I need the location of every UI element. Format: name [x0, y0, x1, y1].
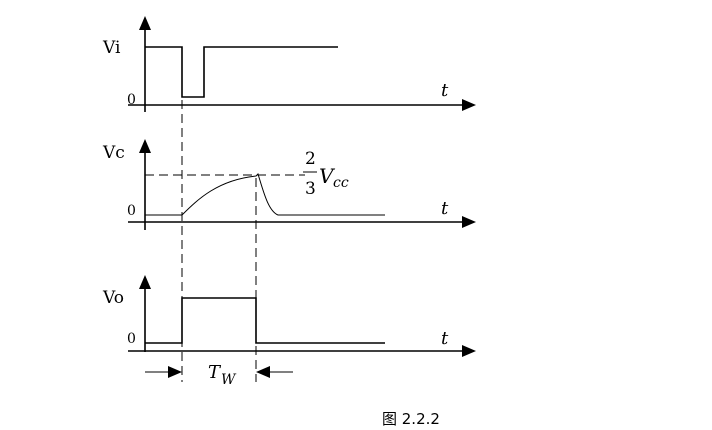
vi-zero-label: 0: [127, 92, 136, 108]
vc-t-label: t: [441, 198, 449, 219]
tw-main: T: [208, 362, 222, 383]
vc-y-arrow-icon: [139, 139, 151, 153]
vc-panel: Vc 0 t 2 3 V cc: [102, 139, 476, 230]
vo-x-arrow-icon: [462, 345, 476, 357]
pulse-width-dimension: T W: [145, 362, 293, 388]
vc-zero-label: 0: [127, 203, 136, 219]
vc-label: Vc: [102, 143, 125, 163]
vi-x-arrow-icon: [462, 99, 476, 111]
vc-threshold-label: 2 3 V cc: [303, 149, 349, 199]
vi-panel: Vi 0 t: [102, 16, 476, 112]
figure-caption: 图 2.2.2: [382, 410, 440, 428]
vo-y-arrow-icon: [139, 275, 151, 289]
vo-panel: Vo 0 t: [102, 275, 476, 357]
threshold-var: V: [319, 164, 336, 188]
tw-right-arrow-icon: [256, 366, 270, 378]
vi-y-arrow-icon: [139, 16, 151, 30]
vo-label: Vo: [102, 288, 124, 308]
vi-waveform: [145, 46, 338, 98]
threshold-denominator: 3: [305, 179, 316, 199]
threshold-numerator: 2: [305, 149, 316, 169]
tw-left-arrow-icon: [168, 366, 182, 378]
vo-zero-label: 0: [127, 331, 136, 347]
vi-t-label: t: [441, 80, 449, 101]
vi-label: Vi: [102, 38, 121, 58]
vc-x-arrow-icon: [462, 216, 476, 228]
tw-subscript: W: [221, 372, 237, 388]
vc-waveform: [145, 173, 385, 216]
vo-waveform: [145, 297, 385, 344]
vo-t-label: t: [441, 328, 449, 349]
threshold-subscript: cc: [333, 175, 349, 191]
